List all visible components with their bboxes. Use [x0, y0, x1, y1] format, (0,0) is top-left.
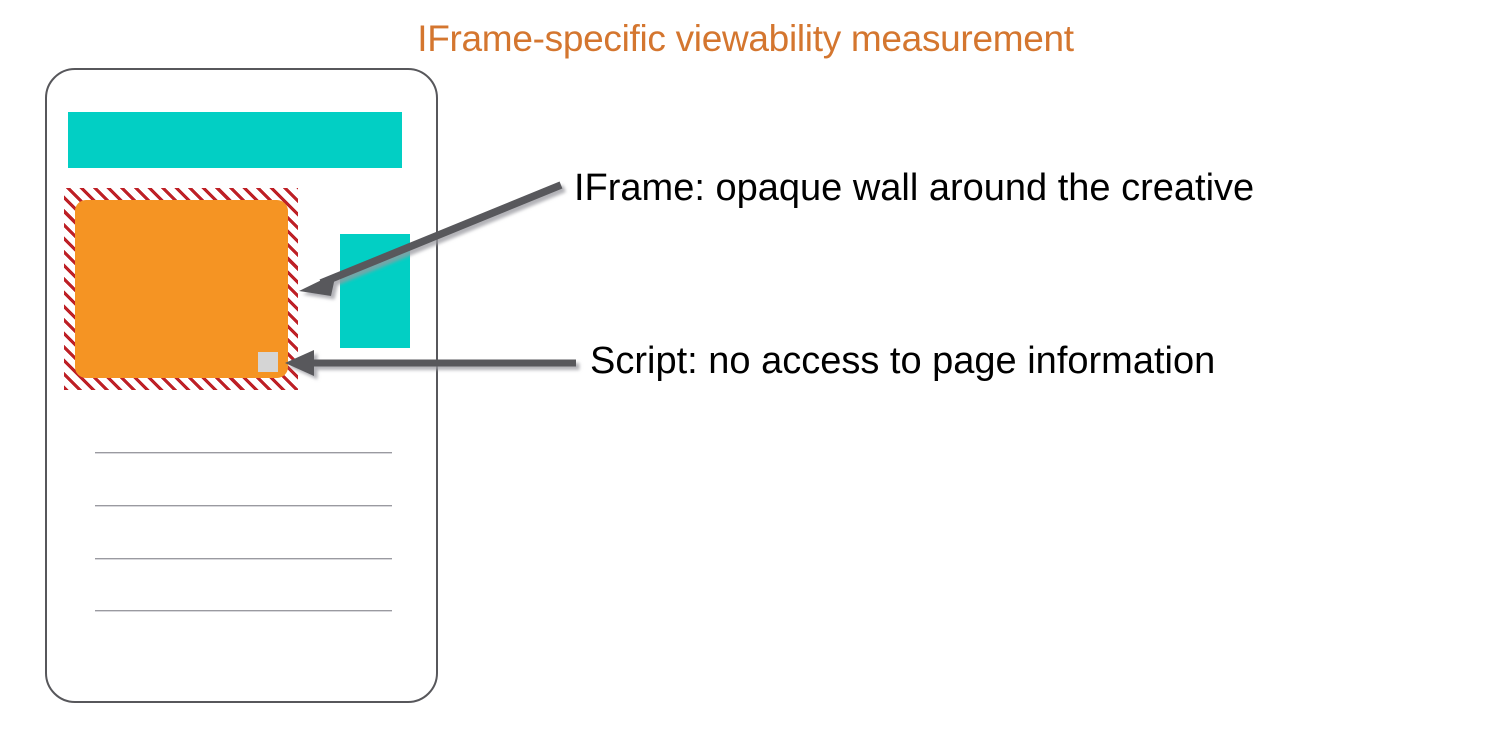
callout-label-iframe: IFrame: opaque wall around the creative: [574, 167, 1255, 209]
page-title: IFrame-specific viewability measurement: [417, 18, 1074, 59]
side-content-block: [340, 234, 410, 348]
text-rule-4: [95, 610, 392, 612]
callout-label-script: Script: no access to page information: [590, 340, 1216, 382]
text-rule-3: [95, 558, 392, 560]
text-rule-2: [95, 505, 392, 507]
text-rule-1: [95, 452, 392, 454]
ad-creative-block: [75, 200, 288, 378]
page-banner-block: [68, 112, 402, 168]
measurement-script-pixel: [258, 352, 278, 372]
